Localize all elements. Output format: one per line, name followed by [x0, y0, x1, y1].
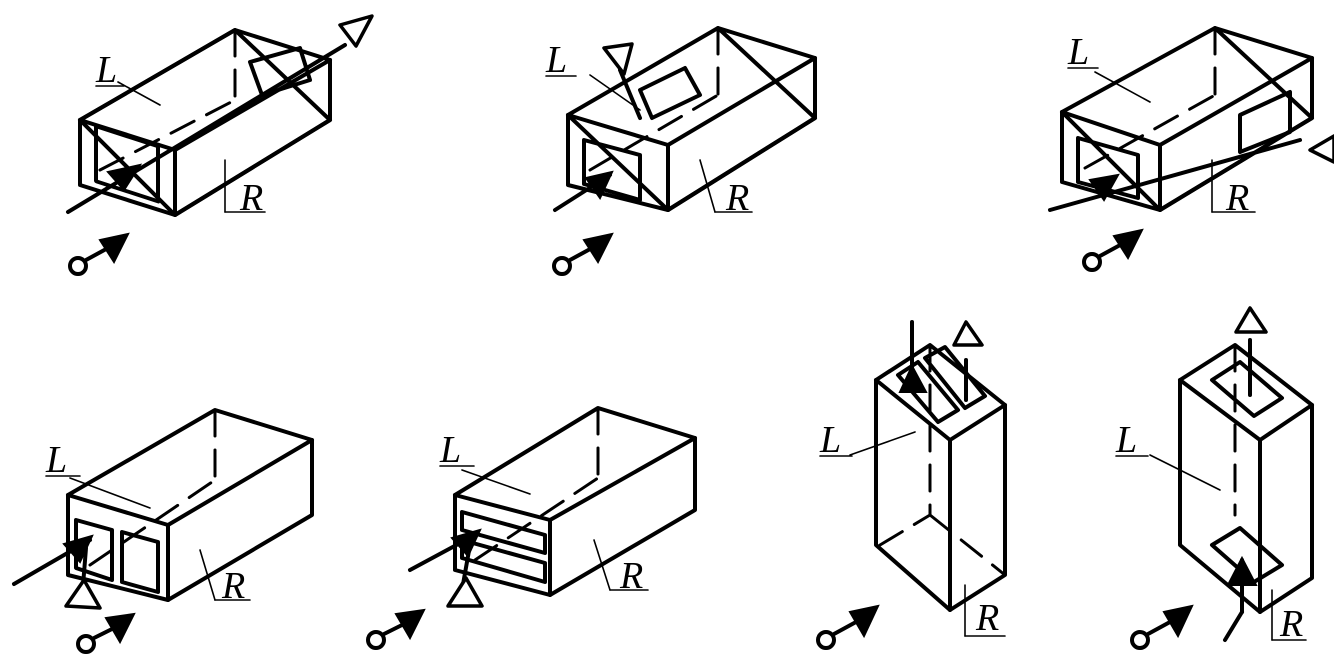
- front-slot-upper: [460, 510, 547, 555]
- front-slot-lower: [460, 538, 547, 584]
- figure-3: L R: [1048, 26, 1334, 272]
- label-R: R: [224, 159, 266, 219]
- front-opening-right: [120, 530, 160, 594]
- observer-symbol: [68, 232, 130, 276]
- label-R-text: R: [1225, 177, 1249, 219]
- box-outline: [1060, 26, 1314, 212]
- front-opening: [1076, 136, 1140, 200]
- figure-6: L R: [816, 320, 1007, 650]
- label-L: L: [45, 439, 151, 509]
- observer-symbol: [552, 232, 614, 276]
- label-L-text: L: [439, 429, 461, 471]
- light-path-arrow: [1048, 134, 1334, 212]
- box-outline: [566, 26, 817, 212]
- observer-symbol: [366, 608, 426, 650]
- label-L: L: [95, 49, 161, 106]
- observer-symbol: [1082, 228, 1144, 272]
- label-L-text: L: [1067, 31, 1089, 73]
- figure-7: L R: [1115, 306, 1314, 650]
- light-path-arrow: [66, 14, 374, 214]
- label-L-text: L: [819, 419, 841, 461]
- label-L-text: L: [545, 39, 567, 81]
- side-opening: [1238, 90, 1292, 154]
- label-L-text: L: [95, 49, 117, 91]
- label-R: R: [1211, 159, 1256, 219]
- figure-4: L R: [12, 408, 314, 654]
- label-L: L: [1115, 419, 1221, 491]
- label-L: L: [439, 429, 531, 495]
- label-L-text: L: [45, 439, 67, 481]
- label-L: L: [545, 39, 641, 111]
- label-R-text: R: [725, 177, 749, 219]
- label-R: R: [964, 584, 1006, 639]
- box-outline: [874, 343, 1007, 612]
- light-path-arrow: [408, 528, 484, 608]
- light-path-arrow: [12, 534, 102, 610]
- label-R-text: R: [975, 597, 999, 639]
- box-outline: [1178, 343, 1314, 614]
- label-R: R: [1271, 589, 1307, 645]
- label-R-text: R: [619, 555, 643, 597]
- rear-opening: [248, 46, 312, 97]
- figure-2: L R: [545, 26, 817, 276]
- label-L: L: [1067, 31, 1151, 103]
- label-R-text: R: [239, 177, 263, 219]
- label-R: R: [699, 159, 753, 219]
- label-R: R: [199, 549, 251, 607]
- observer-symbol: [816, 604, 880, 650]
- front-opening: [582, 138, 642, 202]
- label-R: R: [593, 539, 649, 597]
- label-R-text: R: [1279, 603, 1303, 645]
- figure-1: L R: [66, 14, 374, 276]
- top-opening: [638, 66, 702, 120]
- light-path-arrow: [553, 42, 642, 212]
- observer-symbol: [1130, 604, 1194, 650]
- label-R-text: R: [221, 565, 245, 607]
- light-path-arrow: [898, 320, 984, 402]
- label-L-text: L: [1115, 419, 1137, 461]
- front-opening: [94, 124, 160, 204]
- box-outline: [66, 408, 314, 602]
- top-opening: [1210, 360, 1284, 418]
- light-path-arrow: [1223, 306, 1268, 642]
- top-slot-right: [923, 345, 987, 410]
- label-L: L: [819, 419, 916, 461]
- observer-symbol: [76, 612, 136, 654]
- figure-5: L R: [366, 406, 697, 650]
